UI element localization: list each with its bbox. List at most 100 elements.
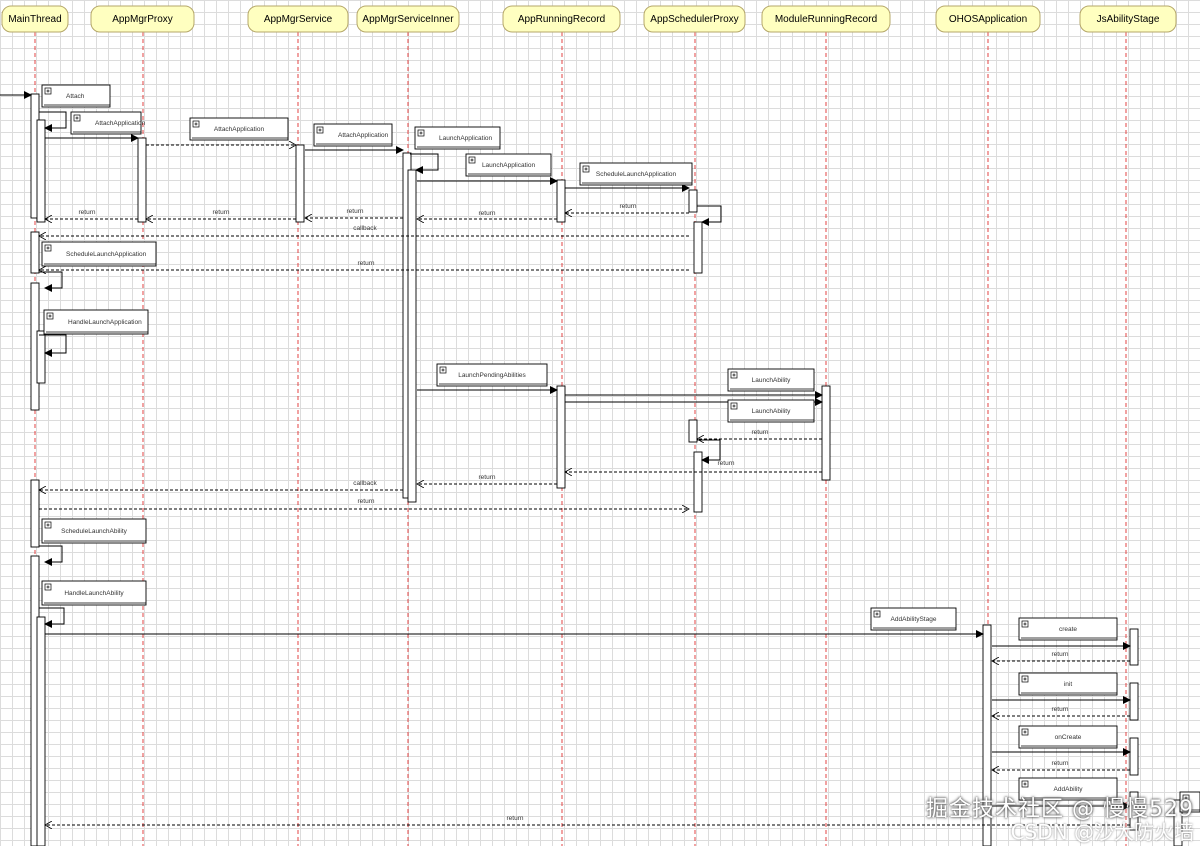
participant-label: MainThread [8, 14, 61, 25]
return-message: return [992, 706, 1130, 716]
return-message: return [992, 651, 1130, 661]
note-box: AttachApplication [70, 111, 146, 135]
participant-box [643, 5, 746, 33]
note-box: AddAbility [1018, 777, 1118, 801]
participant-box [935, 5, 1041, 33]
activation-bar [693, 451, 703, 513]
note-box: ScheduleLaunchAbility [41, 518, 147, 544]
return-label: return [79, 209, 96, 216]
return-label: return [507, 815, 524, 822]
note-box: Ab... [1179, 791, 1200, 813]
note-frame [1018, 777, 1118, 801]
participant-label: AppMgrProxy [112, 14, 173, 25]
activation-bar [30, 231, 40, 274]
return-message: return [45, 209, 138, 219]
activation-bar [407, 169, 417, 503]
note-frame [41, 84, 111, 108]
activation-bar [36, 330, 46, 384]
note-label: LaunchApplication [439, 135, 493, 142]
note-label: init [1064, 681, 1073, 688]
note-box: ScheduleLaunchApplication [41, 241, 157, 267]
return-message: return [417, 210, 557, 219]
plus-glyph [419, 131, 423, 135]
participant-label: ModuleRunningRecord [775, 14, 877, 25]
plus-glyph [194, 122, 198, 126]
return-message: return [146, 209, 296, 219]
plus-glyph [1023, 730, 1027, 734]
note-label: LaunchAbility [752, 408, 791, 415]
return-message: return [565, 203, 689, 213]
activation-bar [1173, 799, 1183, 846]
participant-label: JsAbilityStage [1097, 14, 1160, 25]
note-box: AddAbilityStage [870, 607, 957, 631]
note-label: AttachApplication [214, 126, 265, 133]
note-frame [1018, 617, 1118, 641]
self-call-arrow [39, 111, 67, 132]
note-label: onCreate [1055, 734, 1082, 741]
activation-bar [36, 119, 46, 223]
participant-label: AppRunningRecord [518, 14, 605, 25]
activation-bar [556, 385, 566, 489]
activation-bar [137, 137, 147, 223]
plus-glyph [46, 523, 50, 527]
note-label: ScheduleLaunchApplication [596, 171, 677, 178]
return-label: return [213, 209, 230, 216]
note-label: ScheduleLaunchApplication [66, 251, 147, 258]
note-frame [465, 153, 552, 177]
self-call-arrow [410, 153, 439, 174]
note-frame [1018, 672, 1118, 696]
note-frame [189, 117, 289, 141]
return-message: return [697, 429, 822, 439]
activation-bar [1129, 628, 1139, 666]
participant-box [1, 5, 69, 33]
self-call-arrow [697, 439, 721, 464]
note-box: onCreate [1018, 725, 1118, 749]
return-message: return [39, 498, 689, 509]
note-label: HandleLaunchApplication [68, 319, 142, 326]
note-frame [436, 363, 548, 387]
note-label: AddAbilityStage [891, 616, 937, 623]
plus-glyph [46, 585, 50, 589]
note-box: AttachApplication [189, 117, 289, 141]
return-label: return [358, 498, 375, 505]
activation-bar [688, 189, 698, 213]
note-frame [41, 241, 157, 267]
participant-AppRunningRecord: AppRunningRecord [502, 5, 621, 33]
activation-bar [36, 616, 46, 846]
return-label: return [718, 460, 735, 467]
plus-glyph [875, 612, 879, 616]
return-label: callback [353, 225, 377, 232]
note-frame [313, 123, 393, 147]
return-label: return [620, 203, 637, 210]
participant-label: AppMgrService [264, 14, 333, 25]
participant-box [247, 5, 349, 33]
self-call-arrow [39, 334, 67, 357]
note-label: AddAbility [1054, 786, 1084, 793]
plus-glyph [732, 373, 736, 377]
participant-AppMgrProxy: AppMgrProxy [90, 5, 195, 33]
activation-bar [693, 221, 703, 274]
activation-bar [295, 144, 305, 223]
return-label: return [752, 429, 769, 436]
return-message: return [992, 760, 1130, 770]
return-message: return [417, 474, 557, 484]
plus-glyph [470, 158, 474, 162]
return-message: callback [39, 225, 689, 236]
plus-glyph [1023, 677, 1027, 681]
return-message: return [39, 260, 689, 270]
note-label: Attach [66, 93, 85, 100]
note-box: AttachApplication [313, 123, 393, 147]
note-frame [579, 162, 693, 186]
plus-glyph [48, 314, 52, 318]
participant-OHOSApplication: OHOSApplication [935, 5, 1041, 33]
return-message: return [565, 460, 822, 472]
note-box: create [1018, 617, 1118, 641]
note-frame [1018, 725, 1118, 749]
activation-bar [556, 179, 566, 223]
plus-glyph [318, 128, 322, 132]
participant-label: AppSchedulerProxy [650, 14, 738, 25]
activation-bar [688, 419, 698, 443]
activation-bar [1129, 737, 1139, 776]
return-label: return [347, 208, 364, 215]
